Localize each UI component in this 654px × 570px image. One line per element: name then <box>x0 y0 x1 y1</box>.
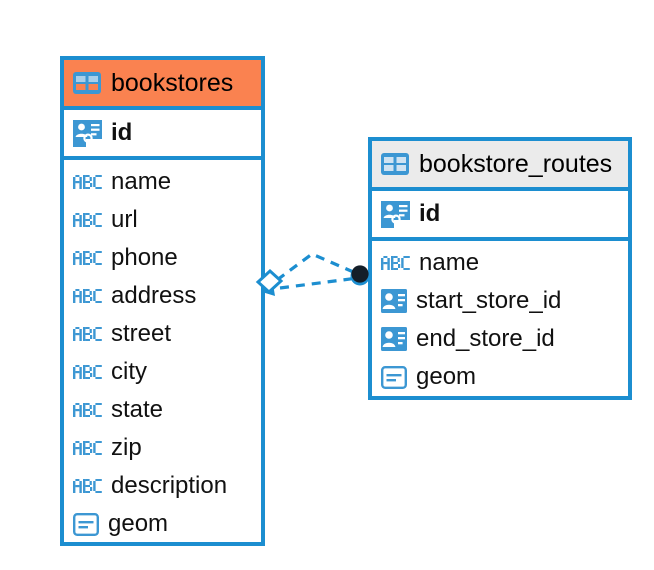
filled-circle-marker <box>350 265 370 286</box>
field-label: id <box>111 119 133 146</box>
abc-text-icon <box>73 441 102 455</box>
field-row-phone[interactable]: phone <box>64 239 261 277</box>
field-row-state[interactable]: state <box>64 391 261 429</box>
field-label: geom <box>416 363 477 390</box>
field-label: name <box>111 168 172 195</box>
abc-text-icon <box>73 327 102 341</box>
foreign-key-icon <box>381 289 407 313</box>
table-icon <box>73 72 101 94</box>
field-row-end-store-id[interactable]: end_store_id <box>372 320 628 358</box>
field-row-url[interactable]: url <box>64 201 261 239</box>
field-row-zip[interactable]: zip <box>64 429 261 467</box>
field-row-city[interactable]: city <box>64 353 261 391</box>
relationship-connector[interactable] <box>250 238 380 318</box>
field-list-bookstore-routes: name start_store_id <box>372 241 628 400</box>
entity-title: bookstore_routes <box>419 149 613 178</box>
field-label: url <box>111 206 138 233</box>
abc-text-icon <box>73 251 102 265</box>
field-label: id <box>419 200 441 227</box>
abc-text-icon <box>73 365 102 379</box>
field-label: description <box>111 472 228 499</box>
foreign-key-icon <box>381 327 407 351</box>
field-row-id[interactable]: id <box>372 191 628 237</box>
field-label: zip <box>111 434 142 461</box>
entity-header-bookstores[interactable]: bookstores <box>64 60 261 106</box>
entity-header-bookstore-routes[interactable]: bookstore_routes <box>372 141 628 187</box>
field-row-description[interactable]: description <box>64 467 261 505</box>
primary-key-block: id <box>64 106 261 160</box>
field-row-street[interactable]: street <box>64 315 261 353</box>
field-label: city <box>111 358 147 385</box>
field-label: name <box>419 249 480 276</box>
abc-text-icon <box>73 403 102 417</box>
field-row-address[interactable]: address <box>64 277 261 315</box>
abc-text-icon <box>381 256 410 270</box>
field-row-geom[interactable]: geom <box>64 505 261 543</box>
geometry-icon <box>73 512 100 536</box>
field-row-name[interactable]: name <box>64 163 261 201</box>
entity-table-bookstores[interactable]: bookstores id <box>60 56 265 546</box>
field-label: geom <box>108 510 169 537</box>
field-row-geom[interactable]: geom <box>372 358 628 396</box>
field-label: start_store_id <box>416 287 562 314</box>
relationship-line-lower <box>279 276 359 290</box>
field-label: end_store_id <box>416 325 555 352</box>
field-label: phone <box>111 244 178 271</box>
field-label: state <box>111 396 164 423</box>
field-label: street <box>111 320 172 347</box>
field-row-start-store-id[interactable]: start_store_id <box>372 282 628 320</box>
field-row-id[interactable]: id <box>64 110 261 156</box>
field-row-name[interactable]: name <box>372 244 628 282</box>
entity-title: bookstores <box>111 68 234 97</box>
abc-text-icon <box>73 289 102 303</box>
geometry-icon <box>381 365 408 389</box>
primary-key-icon <box>381 200 410 228</box>
table-icon <box>381 153 409 175</box>
abc-text-icon <box>73 479 102 493</box>
field-list-bookstores: name <box>64 160 261 547</box>
abc-text-icon <box>73 175 102 189</box>
primary-key-icon <box>73 119 102 147</box>
entity-table-bookstore-routes[interactable]: bookstore_routes <box>368 137 632 400</box>
field-label: address <box>111 282 197 309</box>
abc-text-icon <box>73 213 102 227</box>
relationship-line-upper <box>276 252 359 282</box>
primary-key-block: id <box>372 187 628 241</box>
